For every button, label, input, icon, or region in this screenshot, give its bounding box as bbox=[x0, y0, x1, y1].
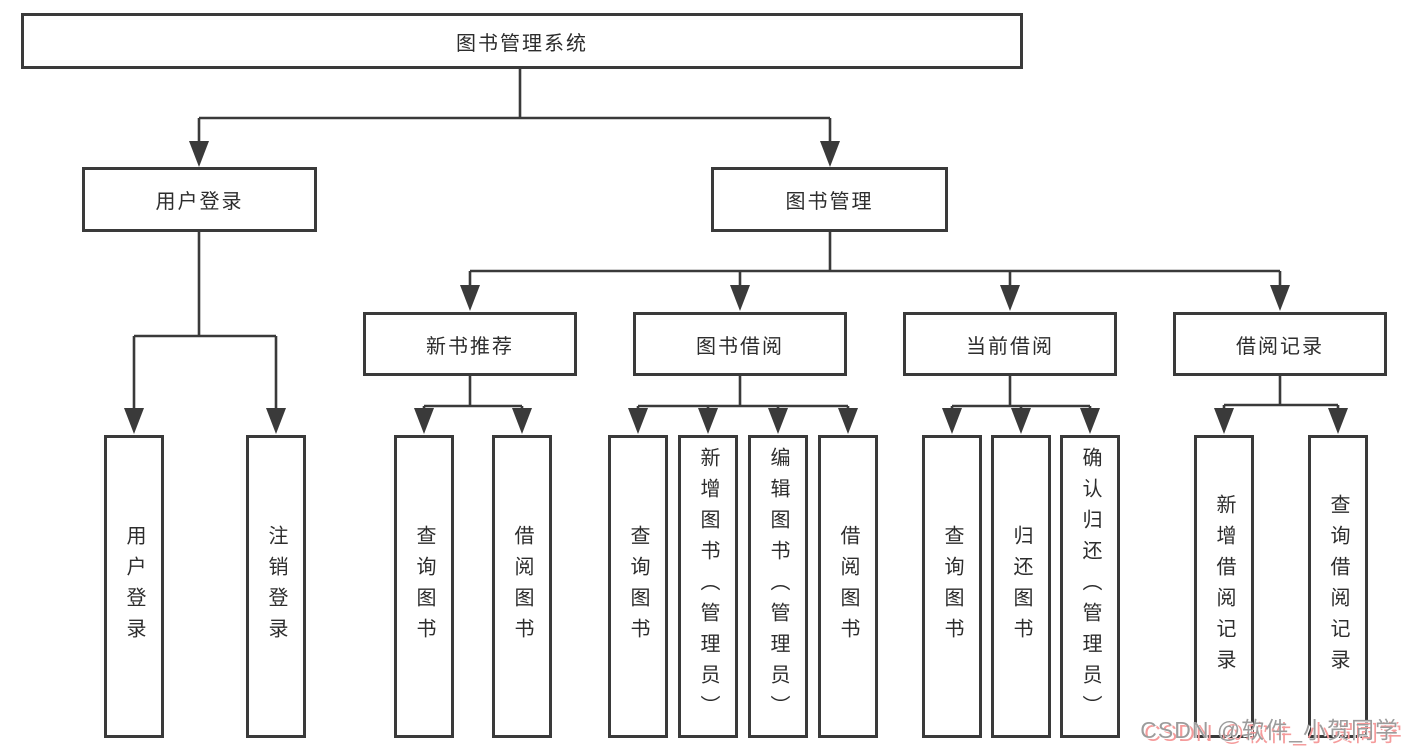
arrowhead-icon bbox=[820, 141, 840, 167]
arrowhead-icon bbox=[189, 141, 209, 167]
leaf-logout-label: 注销登录 bbox=[265, 524, 287, 649]
leaf-return-books: 归还图书 bbox=[991, 435, 1051, 738]
arrowhead-icon bbox=[1328, 408, 1348, 434]
arrowhead-icon bbox=[124, 408, 144, 434]
arrowhead-icon bbox=[698, 408, 718, 434]
leaf-add-books-admin: 新增图书（管理员） bbox=[678, 435, 738, 738]
arrowhead-icon bbox=[414, 408, 434, 434]
node-new-book-recommend: 新书推荐 bbox=[363, 312, 577, 376]
arrowhead-icon bbox=[628, 408, 648, 434]
arrowhead-icon bbox=[266, 408, 286, 434]
arrowhead-icon bbox=[768, 408, 788, 434]
leaf-add-books-admin-label: 新增图书（管理员） bbox=[697, 447, 719, 726]
node-current-borrow: 当前借阅 bbox=[903, 312, 1117, 376]
leaf-edit-books-admin-label: 编辑图书（管理员） bbox=[767, 447, 789, 726]
node-library-system: 图书管理系统 bbox=[21, 13, 1023, 69]
leaf-edit-books-admin: 编辑图书（管理员） bbox=[748, 435, 808, 738]
arrowhead-icon bbox=[838, 408, 858, 434]
arrowhead-icon bbox=[512, 408, 532, 434]
leaf-query-books-recommend-label: 查询图书 bbox=[413, 524, 435, 649]
leaf-add-borrow-record-label: 新增借阅记录 bbox=[1213, 493, 1235, 680]
arrowhead-icon bbox=[1000, 285, 1020, 311]
node-book-management: 图书管理 bbox=[711, 167, 948, 232]
leaf-borrow-books: 借阅图书 bbox=[818, 435, 878, 738]
leaf-query-books-borrow-label: 查询图书 bbox=[627, 524, 649, 649]
leaf-query-borrow-record-label: 查询借阅记录 bbox=[1327, 493, 1349, 680]
arrowhead-icon bbox=[1011, 408, 1031, 434]
leaf-confirm-return-admin: 确认归还（管理员） bbox=[1060, 435, 1120, 738]
leaf-borrow-books-label: 借阅图书 bbox=[837, 524, 859, 649]
leaf-user-login-label: 用户登录 bbox=[123, 524, 145, 649]
csdn-watermark: CSDN @软件_小贺同学 bbox=[1140, 717, 1399, 743]
arrowhead-icon bbox=[942, 408, 962, 434]
arrowhead-icon bbox=[1080, 408, 1100, 434]
leaf-query-borrow-record: 查询借阅记录 bbox=[1308, 435, 1368, 738]
leaf-query-books-current-label: 查询图书 bbox=[941, 524, 963, 649]
node-user-login: 用户登录 bbox=[82, 167, 317, 232]
leaf-query-books-current: 查询图书 bbox=[922, 435, 982, 738]
leaf-logout: 注销登录 bbox=[246, 435, 306, 738]
arrowhead-icon bbox=[460, 285, 480, 311]
leaf-borrow-books-recommend-label: 借阅图书 bbox=[511, 524, 533, 649]
arrowhead-icon bbox=[1214, 408, 1234, 434]
leaf-borrow-books-recommend: 借阅图书 bbox=[492, 435, 552, 738]
leaf-return-books-label: 归还图书 bbox=[1010, 524, 1032, 649]
leaf-user-login: 用户登录 bbox=[104, 435, 164, 738]
arrowhead-icon bbox=[1270, 285, 1290, 311]
node-borrow-records: 借阅记录 bbox=[1173, 312, 1387, 376]
leaf-confirm-return-admin-label: 确认归还（管理员） bbox=[1079, 447, 1101, 726]
leaf-query-books-borrow: 查询图书 bbox=[608, 435, 668, 738]
node-book-borrow: 图书借阅 bbox=[633, 312, 847, 376]
leaf-query-books-recommend: 查询图书 bbox=[394, 435, 454, 738]
leaf-add-borrow-record: 新增借阅记录 bbox=[1194, 435, 1254, 738]
arrowhead-icon bbox=[730, 285, 750, 311]
